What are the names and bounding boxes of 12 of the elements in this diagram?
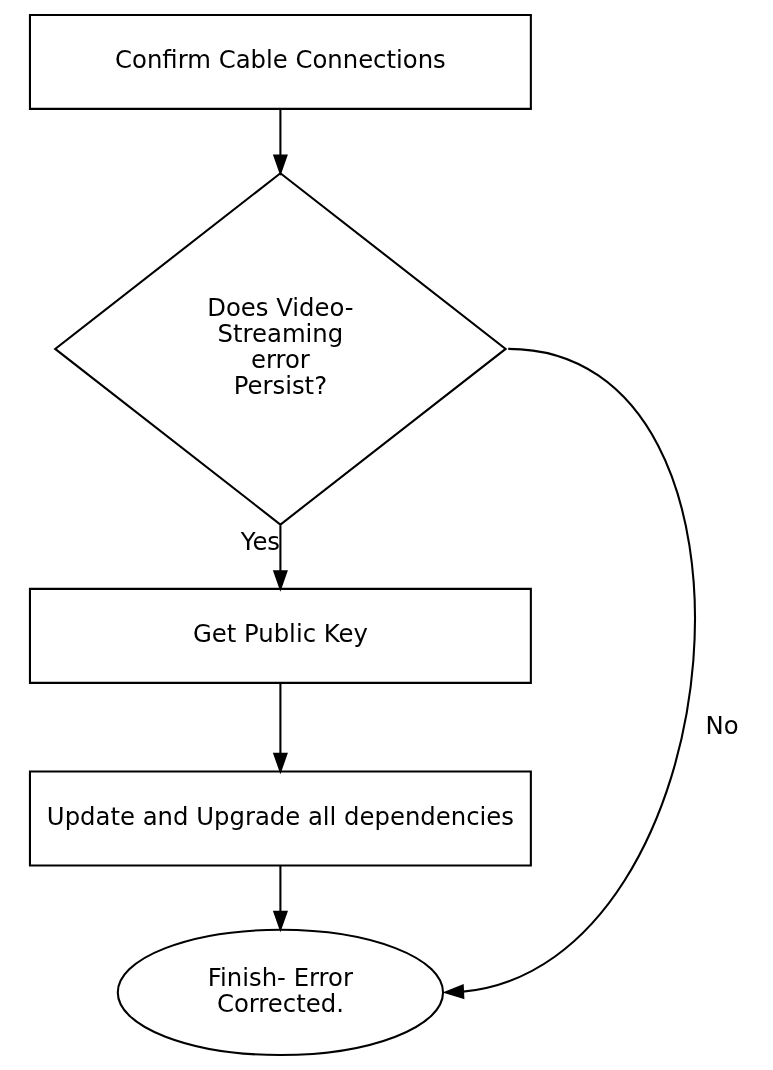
node-box: Get Public Key (28, 587, 532, 684)
node-box: Confirm Cable Connections (28, 13, 532, 110)
node-box: Update and Upgrade all dependencies (28, 770, 532, 867)
edge-label: No (705, 710, 739, 740)
node-diamond: Does Video- Streaming error Persist? (53, 171, 508, 526)
arrow (272, 683, 288, 775)
arrow (442, 347, 695, 1000)
arrow (272, 865, 288, 933)
edge-label: Yes (240, 527, 281, 557)
arrow (272, 525, 288, 592)
node-ellipse: Finish- Error Corrected. (116, 928, 445, 1057)
arrow (272, 109, 288, 177)
